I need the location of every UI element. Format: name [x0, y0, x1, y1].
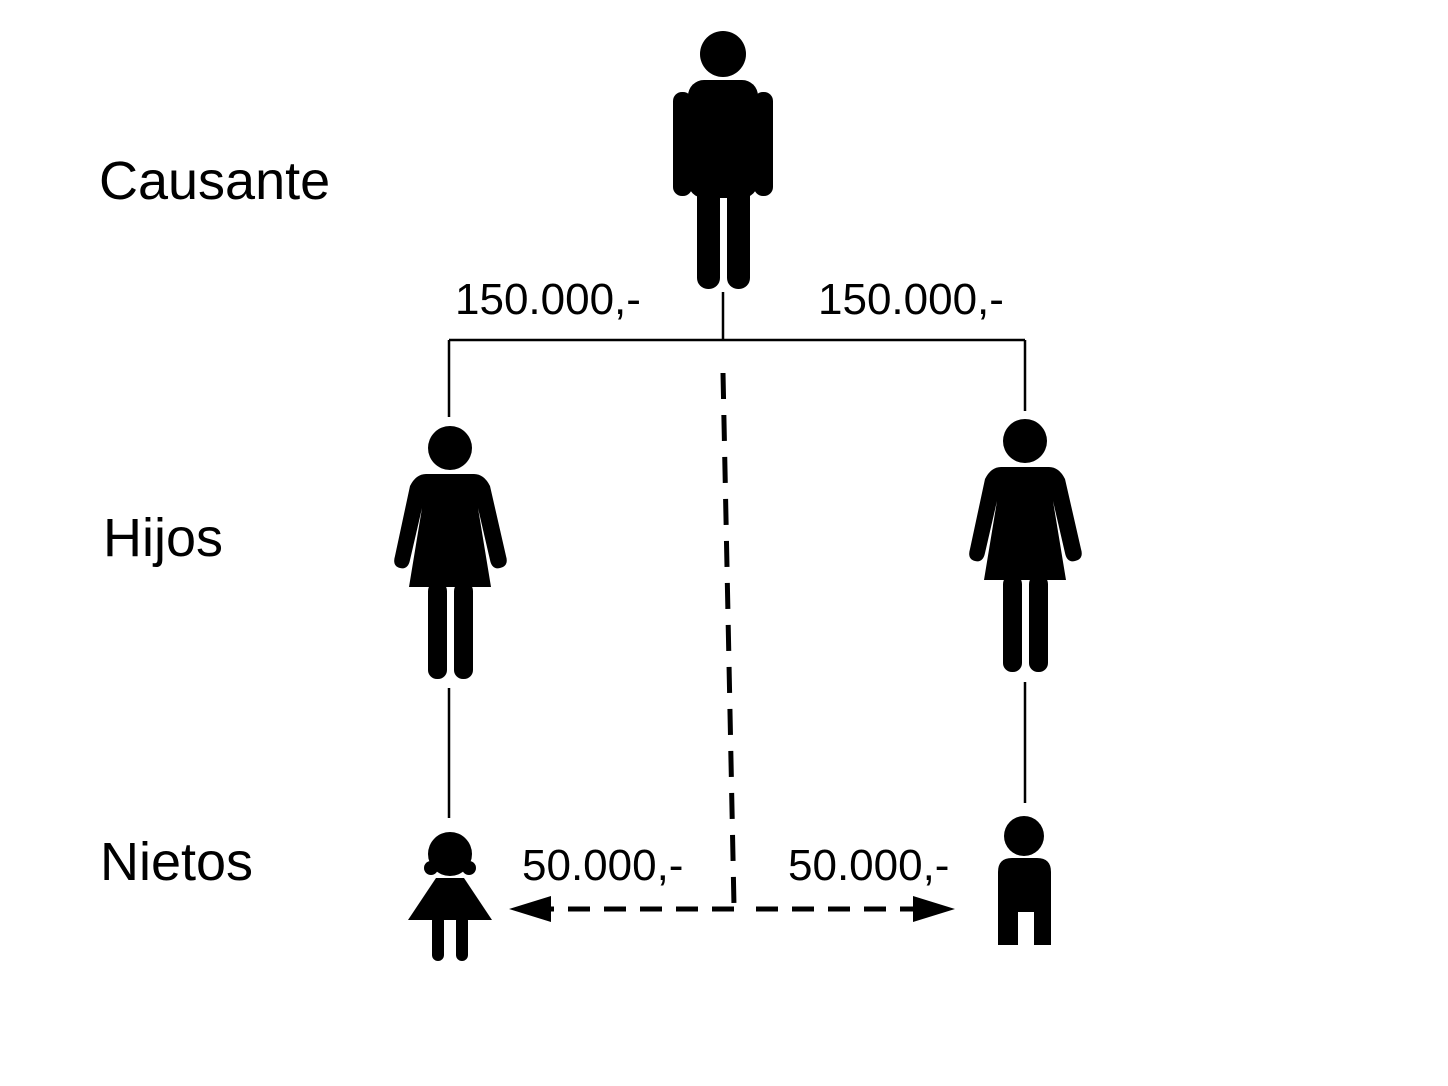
level-label-causante: Causante	[99, 151, 331, 211]
arrow-left-icon	[509, 896, 551, 922]
amount-nieto-left: 50.000,-	[522, 841, 684, 890]
dashed-arrow-connector	[540, 372, 922, 912]
girl-icon	[408, 832, 492, 961]
amount-hijo-right: 150.000,-	[818, 275, 1004, 324]
level-label-nietos: Nietos	[100, 832, 254, 892]
arrow-right-icon	[913, 896, 955, 922]
woman-icon	[969, 419, 1082, 672]
amount-nieto-right: 50.000,-	[788, 841, 950, 890]
man-icon	[673, 31, 773, 289]
level-label-hijos: Hijos	[103, 508, 224, 568]
amount-hijo-left: 150.000,-	[455, 275, 641, 324]
woman-icon	[394, 426, 507, 679]
boy-icon	[998, 816, 1051, 945]
family-tree-lines	[447, 292, 1027, 818]
